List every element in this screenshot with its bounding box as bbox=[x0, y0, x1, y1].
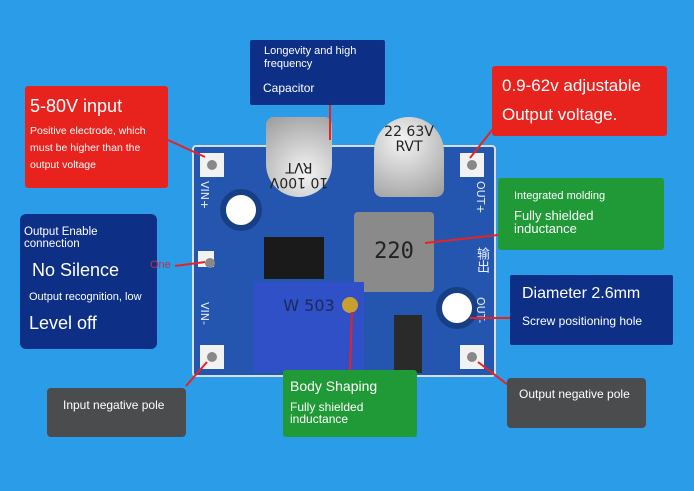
enable-line4: Level off bbox=[29, 313, 97, 333]
output-voltage-line2: Output voltage. bbox=[502, 105, 618, 124]
capacitor-2: 22 63V RVT bbox=[374, 117, 444, 197]
body-shaping-line2: Fully shielded inductance bbox=[290, 400, 364, 426]
capacitor-line2: Capacitor bbox=[263, 81, 315, 95]
callout-output-negative: Output negative pole bbox=[507, 378, 646, 428]
arrow-input-negative bbox=[185, 361, 208, 387]
vin-minus-label: VIN- bbox=[198, 302, 211, 325]
callout-enable: Output Enable connection No Silence Outp… bbox=[20, 214, 157, 349]
out-plus-label: OUT+ bbox=[474, 181, 487, 214]
diameter-line2: Screw positioning hole bbox=[522, 314, 643, 328]
output-voltage-line1: 0.9-62v adjustable bbox=[502, 76, 641, 95]
output-cn-label: 输出 bbox=[474, 247, 489, 273]
callout-diameter: Diameter 2.6mm Screw positioning hole bbox=[510, 275, 673, 345]
ic-chip bbox=[264, 237, 324, 279]
body-shaping-line1: Body Shaping bbox=[290, 378, 378, 394]
callout-output-voltage: 0.9-62v adjustable Output voltage. bbox=[492, 66, 667, 136]
arrow-enable bbox=[174, 261, 206, 267]
vin-plus-label: VIN+ bbox=[198, 181, 211, 210]
pot-screw bbox=[342, 297, 358, 313]
arrow-body-shaping bbox=[349, 311, 353, 371]
input-desc: Positive electrode, which must be higher… bbox=[30, 125, 146, 171]
inductor: 220 bbox=[354, 212, 434, 292]
callout-inductance: Integrated molding Fully shielded induct… bbox=[498, 178, 664, 250]
diode bbox=[394, 315, 422, 373]
mount-hole-left bbox=[220, 189, 262, 231]
inductance-line2: Fully shielded inductance bbox=[514, 208, 594, 236]
arrow-input bbox=[167, 139, 206, 158]
diameter-line1: Diameter 2.6mm bbox=[522, 285, 641, 302]
mount-hole-right bbox=[436, 287, 478, 329]
callout-body-shaping: Body Shaping Fully shielded inductance bbox=[283, 370, 417, 437]
out-minus-pad bbox=[460, 345, 484, 369]
inductance-line1: Integrated molding bbox=[514, 190, 606, 202]
enable-tag: One bbox=[150, 259, 171, 271]
arrow-inductance bbox=[424, 234, 499, 244]
pcb-board: VIN+ VIN- OUT+ OUT- 输出 10 100V RVT 22 63… bbox=[192, 117, 496, 377]
enable-line2: No Silence bbox=[32, 260, 120, 280]
enable-line3: Output recognition, low bbox=[29, 291, 142, 303]
callout-input-negative: Input negative pole bbox=[47, 388, 186, 437]
callout-input: 5-80V input Positive electrode, which mu… bbox=[25, 86, 168, 188]
callout-capacitor: Longevity and high frequency Capacitor bbox=[250, 40, 385, 105]
capacitor-line1: Longevity and high frequency bbox=[264, 45, 357, 70]
enable-line1: Output Enable connection bbox=[24, 226, 98, 250]
arrow-output-negative bbox=[477, 361, 509, 386]
out-minus-label: OUT- bbox=[474, 297, 487, 324]
input-title: 5-80V input bbox=[30, 96, 123, 116]
